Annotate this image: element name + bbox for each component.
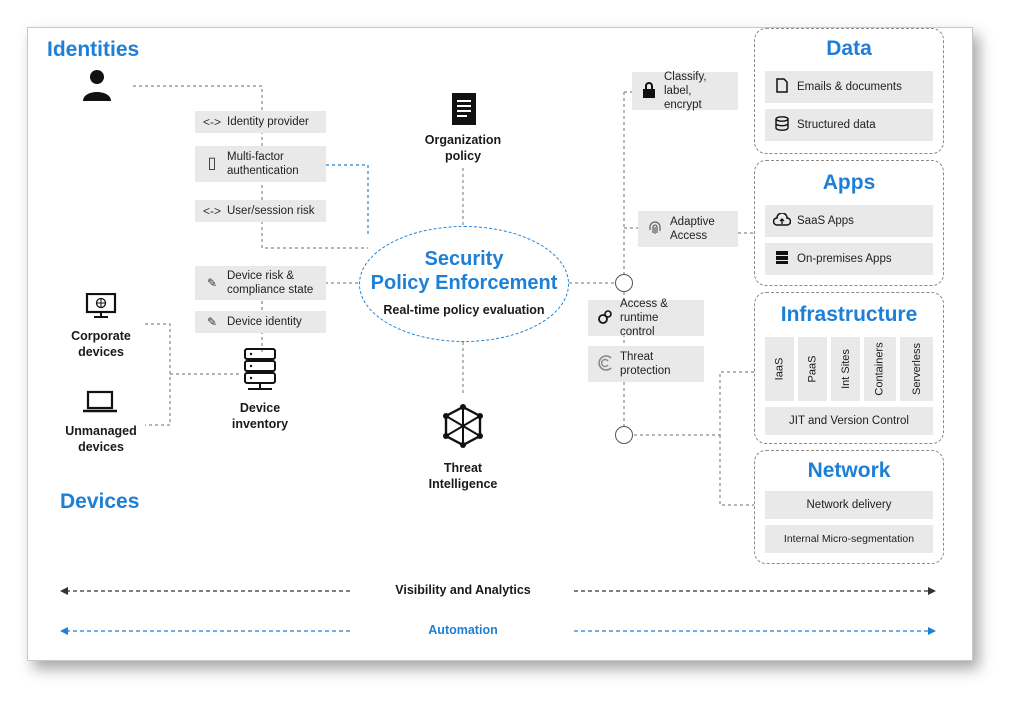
policy-title-line1: Security	[424, 248, 504, 270]
server-rack-icon	[773, 250, 791, 268]
network-panel-title: Network	[807, 459, 891, 482]
unmanaged-devices-label: Unmanaged devices	[65, 424, 137, 454]
device-identity-item: ✎ Device identity	[195, 311, 326, 333]
database-server-icon	[244, 348, 276, 390]
infra-column-label: PaaS	[806, 355, 819, 383]
infra-column: Serverless	[900, 337, 933, 401]
devices-title: Devices	[60, 490, 140, 513]
cloud-upload-icon	[772, 211, 792, 230]
fingerprint-icon	[646, 220, 664, 239]
gears-icon	[596, 309, 614, 328]
apps-panel: Apps SaaS Apps On-premises Apps	[754, 160, 944, 286]
user-icon	[83, 70, 111, 101]
arrows-icon: <->	[203, 115, 222, 129]
onprem-apps-label: On-premises Apps	[797, 253, 892, 265]
emails-documents-label: Emails & documents	[797, 81, 902, 93]
identities-title: Identities	[47, 38, 140, 61]
infra-column-label: Int Sites	[839, 349, 852, 389]
document-icon	[452, 93, 476, 125]
identity-provider-label: Identity provider	[227, 116, 309, 128]
network-hex-icon	[443, 404, 483, 448]
document-outline-icon	[773, 78, 791, 96]
access-runtime-label: Access & runtime control	[620, 298, 668, 338]
mfa-label: Multi-factor authentication	[227, 151, 299, 177]
data-panel: Data Emails & documents Structured data	[754, 28, 944, 154]
saas-apps-label: SaaS Apps	[797, 215, 854, 227]
pencil-icon: ✎	[206, 276, 218, 290]
organization-policy-label: Organization policy	[424, 133, 502, 163]
structured-data-item: Structured data	[765, 109, 933, 141]
device-risk-item: ✎ Device risk & compliance state	[195, 266, 326, 300]
network-delivery-label: Network delivery	[806, 499, 892, 511]
identity-provider-item: <-> Identity provider	[195, 111, 326, 133]
network-panel: Network Network delivery Internal Micro-…	[754, 450, 944, 564]
infra-column: PaaS	[798, 337, 827, 401]
arrows-icon: <->	[203, 204, 222, 218]
corporate-devices-label: Corporate devices	[71, 329, 131, 359]
radar-icon	[596, 354, 614, 374]
infra-column-label: Serverless	[910, 343, 923, 395]
access-runtime-item: Access & runtime control	[588, 298, 704, 338]
classify-label: Classify, label, encrypt	[664, 71, 707, 111]
lock-icon	[640, 81, 658, 101]
junction-circle	[615, 274, 633, 292]
classify-item: Classify, label, encrypt	[632, 71, 738, 111]
emails-documents-item: Emails & documents	[765, 71, 933, 103]
jit-version-control-item: JIT and Version Control	[765, 407, 933, 435]
desktop-icon	[85, 293, 117, 318]
policy-subtitle: Real-time policy evaluation	[383, 303, 545, 317]
structured-data-label: Structured data	[797, 119, 876, 131]
jit-version-control-label: JIT and Version Control	[789, 415, 909, 427]
user-session-risk-item: <-> User/session risk	[195, 200, 326, 222]
laptop-icon	[83, 390, 117, 413]
adaptive-access-label: Adaptive Access	[670, 216, 715, 242]
data-panel-title: Data	[826, 37, 872, 60]
device-identity-label: Device identity	[227, 316, 302, 328]
security-policy-enforcement: Security Policy Enforcement Real-time po…	[359, 226, 569, 342]
device-inventory-label: Device inventory	[231, 401, 289, 431]
mfa-item: ▯ Multi-factor authentication	[195, 146, 326, 182]
infra-column: IaaS	[765, 337, 794, 401]
user-session-risk-label: User/session risk	[227, 205, 315, 217]
infra-column-label: Containers	[874, 342, 887, 396]
threat-protection-item: Threat protection	[588, 346, 704, 382]
phone-icon: ▯	[207, 155, 217, 172]
infra-column: Int Sites	[831, 337, 860, 401]
onprem-apps-item: On-premises Apps	[765, 243, 933, 275]
junction-circle	[615, 426, 633, 444]
pencil-icon: ✎	[206, 315, 218, 329]
threat-intelligence-label: Threat Intelligence	[428, 461, 498, 491]
automation-label: Automation	[428, 623, 498, 637]
apps-panel-title: Apps	[822, 171, 876, 194]
device-risk-label: Device risk & compliance state	[227, 270, 314, 296]
infrastructure-panel: Infrastructure IaaS PaaS Int Sites Conta…	[754, 292, 944, 444]
infra-column: Containers	[864, 337, 896, 401]
adaptive-access-item: Adaptive Access	[638, 211, 738, 247]
infra-column-label: IaaS	[773, 357, 786, 381]
network-delivery-item: Network delivery	[765, 491, 933, 519]
saas-apps-item: SaaS Apps	[765, 205, 933, 237]
micro-segmentation-item: Internal Micro-segmentation	[765, 525, 933, 553]
threat-protection-label: Threat protection	[620, 351, 671, 377]
infrastructure-panel-title: Infrastructure	[780, 303, 918, 326]
policy-title-line2: Policy Enforcement	[370, 272, 558, 294]
database-icon	[773, 116, 791, 134]
visibility-analytics-label: Visibility and Analytics	[395, 583, 531, 597]
micro-segmentation-label: Internal Micro-segmentation	[783, 533, 915, 545]
